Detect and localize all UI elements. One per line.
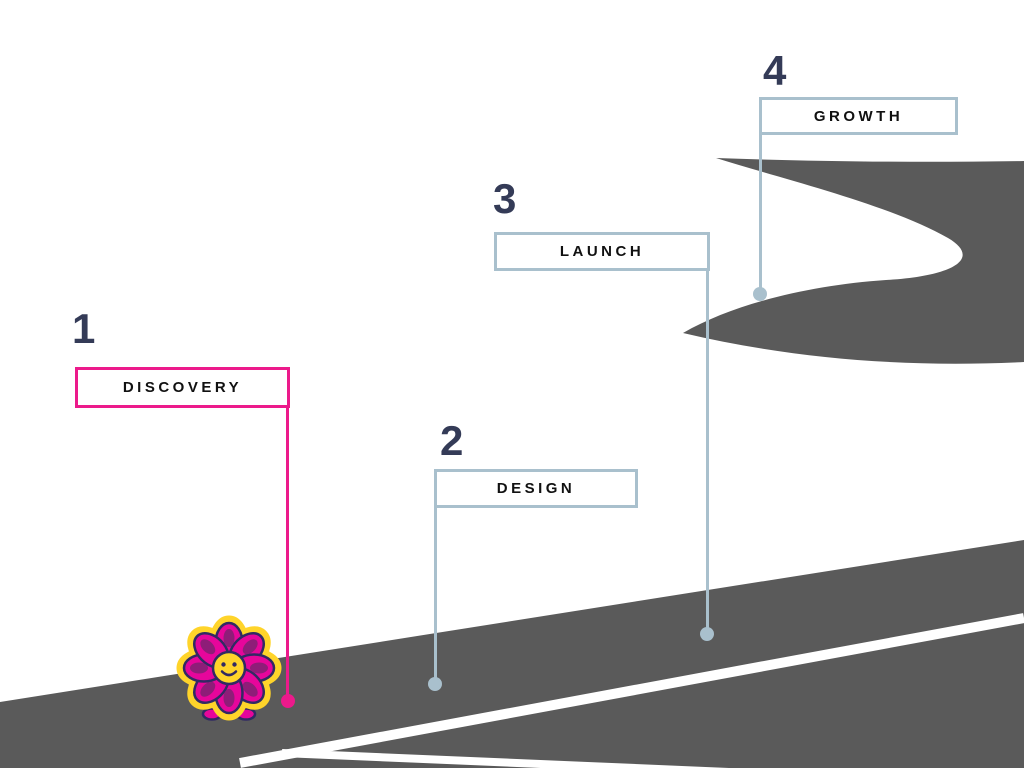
flag-pole (434, 508, 437, 685)
milestone-label-text: LAUNCH (559, 243, 645, 260)
flag-pole (286, 408, 289, 702)
milestone-flag-label: LAUNCH (494, 232, 710, 271)
flower-mascot (176, 615, 282, 721)
road-edge-line (281, 749, 729, 768)
milestone-label-text: DISCOVERY (122, 379, 243, 396)
milestone-number: 2 (440, 417, 464, 464)
flower-face (211, 650, 247, 686)
flag-pole (759, 135, 762, 291)
milestone-flag-label: GROWTH (759, 97, 958, 135)
winding-road-edge-line (719, 164, 959, 295)
flag-pole (706, 271, 709, 635)
main-road (0, 540, 1024, 768)
flag-dot (281, 694, 295, 708)
flower-petal-spots (190, 629, 268, 707)
milestone-number: 3 (493, 175, 517, 222)
milestone-flag-label: DISCOVERY (75, 367, 290, 408)
milestone-label-text: DESIGN (496, 480, 576, 497)
milestone-number: 1 (72, 305, 96, 352)
milestone-flag-label: DESIGN (434, 469, 638, 508)
flag-dot (428, 677, 442, 691)
winding-road (683, 158, 1024, 364)
road-center-line (239, 613, 1024, 768)
flag-dot (753, 287, 767, 301)
milestone-label-text: GROWTH (813, 107, 904, 125)
flag-dot (700, 627, 714, 641)
milestone-number: 4 (763, 47, 787, 94)
